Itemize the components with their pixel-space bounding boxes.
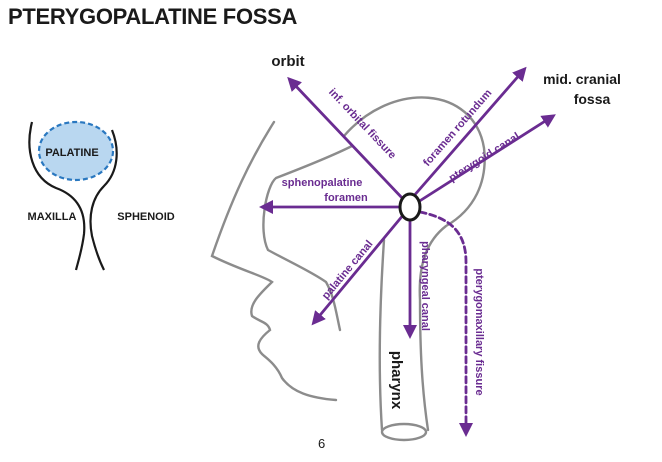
bone-inset: PALATINE MAXILLA SPHENOID <box>28 120 175 271</box>
palatine-canal-label: palatine canal <box>320 238 376 302</box>
inf-orbital-fissure-label: inf. orbital fissure <box>326 86 398 161</box>
arrow-palatine-canal <box>311 212 406 326</box>
cranium-outline <box>342 96 486 432</box>
pharynx-outline <box>378 238 386 432</box>
pharyngeal-canal-label: pharyngeal canal <box>419 241 431 331</box>
arrow-foramen-rotundum <box>410 66 527 200</box>
page-title: PTERYGOPALATINE FOSSA <box>8 4 298 29</box>
mid-cranial-fossa-label-line1: mid. cranial <box>543 71 621 87</box>
nasal-cavity-wall <box>262 144 354 332</box>
pharynx-opening <box>380 422 428 442</box>
sphenoid-label: SPHENOID <box>117 211 175 223</box>
sphenopalatine-label-line2: foramen <box>324 192 368 204</box>
pterygopalatine-fossa-marker <box>398 192 422 222</box>
pharynx-label: pharynx <box>388 351 405 410</box>
passage-arrows <box>259 66 556 437</box>
maxilla-label: MAXILLA <box>28 211 77 223</box>
pterygoid-canal-label: pterygoid canal <box>447 131 522 185</box>
maxilla-outline <box>28 121 86 271</box>
orbit-label: orbit <box>271 53 304 70</box>
pterygomaxillary-fissure-label: pterygomaxillary fissure <box>473 268 485 395</box>
arrow-pterygomaxillary-fissure <box>418 210 473 437</box>
sphenopalatine-label-line1: sphenopalatine <box>282 177 363 189</box>
arrow-inf-orbital-fissure <box>287 76 406 202</box>
sphenoid-outline <box>89 129 118 271</box>
page-number: 6 <box>318 436 326 451</box>
face-profile <box>210 120 338 402</box>
palatine-label: PALATINE <box>45 147 98 159</box>
arrow-pterygoid-canal <box>416 114 556 204</box>
palatine-bone <box>37 120 115 182</box>
mid-cranial-fossa-label-line2: fossa <box>574 91 611 107</box>
